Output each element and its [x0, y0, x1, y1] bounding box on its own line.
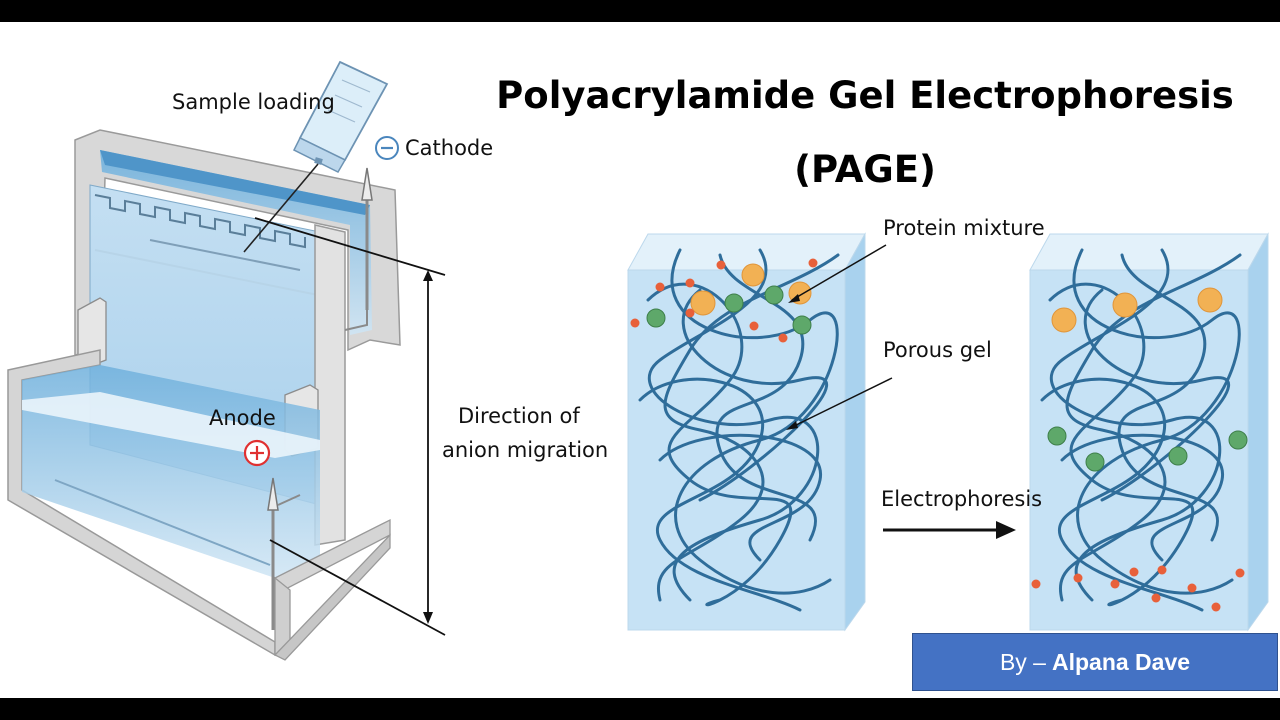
anode-sign-icon: [243, 439, 271, 467]
credit-prefix: By –: [999, 648, 1046, 675]
cathode-label: Cathode: [405, 136, 494, 160]
protein-mixture-label: Protein mixture: [883, 216, 1045, 240]
pointer-lines: [786, 244, 893, 430]
direction-label-line-2: anion migration: [442, 438, 609, 462]
cathode-sign-icon: [375, 136, 399, 160]
gel-diagrams: [627, 232, 1269, 632]
protein-mixture: [630, 258, 818, 343]
gel-fibers-after: [1040, 248, 1242, 612]
separated-proteins: [1031, 287, 1248, 612]
electrophoresis-arrow-icon: [883, 521, 1016, 539]
anode-electrode: [267, 477, 301, 630]
anode-label: Anode: [209, 406, 276, 430]
credit-author: Alpana Dave: [1051, 648, 1191, 675]
direction-label-line-1: Direction of: [458, 404, 580, 428]
lower-buffer-tank: [7, 349, 391, 661]
author-credit-box: By – Alpana Dave: [912, 633, 1278, 691]
syringe-icon: [243, 60, 389, 253]
porous-gel-label: Porous gel: [883, 338, 992, 362]
electrophoresis-label: Electrophoresis: [881, 487, 1043, 511]
electrophoresis-apparatus: [7, 60, 446, 661]
sample-loading-label: Sample loading: [172, 90, 335, 114]
canvas: Polyacrylamide Gel Electrophoresis (PAGE…: [0, 22, 1280, 698]
title-line-1: Polyacrylamide Gel Electrophoresis: [496, 74, 1234, 117]
title-line-2: (PAGE): [794, 148, 936, 191]
migration-arrow: [254, 217, 446, 636]
